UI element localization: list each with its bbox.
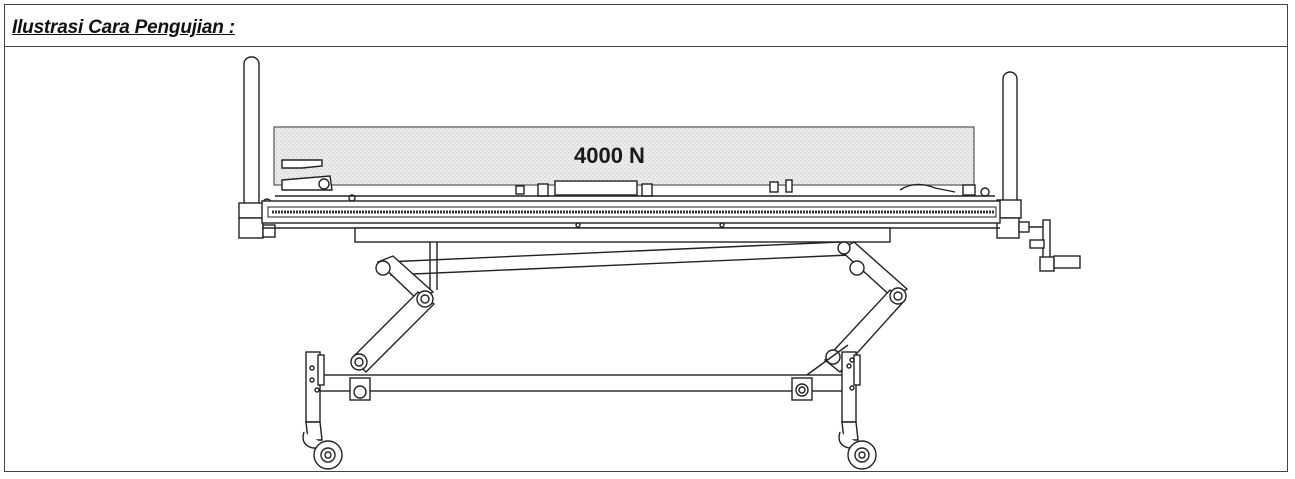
title-divider [4,46,1288,47]
load-block [273,126,975,186]
section-title: Ilustrasi Cara Pengujian : [12,17,235,38]
head-end-post [243,56,260,208]
load-force-label: 4000 N [574,143,645,168]
right-caster [838,351,877,470]
base-beam [311,374,853,392]
left-caster [302,351,343,470]
foot-end-post [1002,71,1018,208]
illustration-frame [4,4,1288,472]
crank-handle [1029,219,1081,272]
